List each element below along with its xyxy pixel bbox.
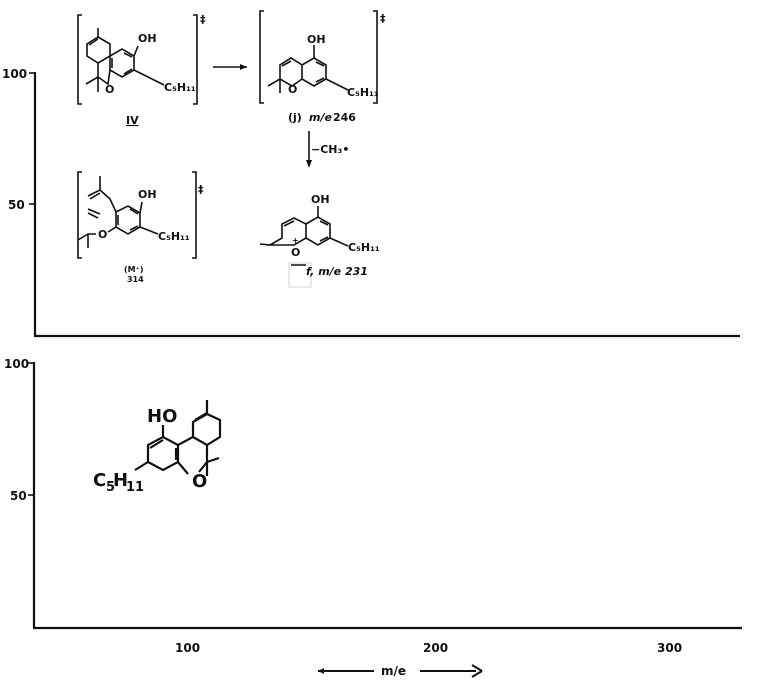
svg-text:(j): (j) bbox=[288, 111, 302, 124]
svg-text:‡: ‡ bbox=[380, 12, 386, 25]
svg-text:O: O bbox=[105, 83, 114, 96]
svg-text:O: O bbox=[291, 246, 300, 259]
svg-text:(M⁺): (M⁺) bbox=[124, 265, 144, 274]
structure-thc: HO O C 5 H 11 bbox=[93, 400, 222, 495]
svg-text:f, m/e 231: f, m/e 231 bbox=[306, 265, 368, 278]
x-tick-200: 200 bbox=[423, 641, 448, 655]
svg-text:m/e: m/e bbox=[309, 111, 332, 124]
svg-text:OH: OH bbox=[311, 193, 330, 206]
svg-text:C₅H₁₁: C₅H₁₁ bbox=[158, 230, 190, 243]
svg-text:246: 246 bbox=[333, 111, 356, 124]
svg-text:C: C bbox=[93, 470, 106, 491]
svg-text:+: + bbox=[292, 236, 299, 245]
top-y-tick-50: 50 bbox=[8, 198, 25, 212]
svg-text:HO: HO bbox=[147, 406, 177, 427]
bottom-y-tick-100: 100 bbox=[4, 357, 29, 371]
structure-m-plus: ‡ OH O C₅H₁₁ (M⁺) 314 bbox=[77, 171, 204, 284]
x-tick-100: 100 bbox=[175, 641, 200, 655]
svg-text:C₅H₁₁: C₅H₁₁ bbox=[164, 81, 196, 94]
svg-text:IV: IV bbox=[126, 114, 139, 127]
svg-text:OH: OH bbox=[307, 33, 326, 46]
structure-iv: ‡ OH O C₅H₁₁ IV bbox=[77, 13, 247, 127]
svg-text:H: H bbox=[113, 470, 128, 491]
svg-text:‡: ‡ bbox=[200, 13, 206, 26]
x-axis-title: m/e bbox=[381, 664, 406, 678]
bottom-y-tick-50: 50 bbox=[10, 489, 27, 503]
svg-text:C₅H₁₁: C₅H₁₁ bbox=[347, 86, 379, 99]
svg-text:OH: OH bbox=[138, 188, 157, 201]
svg-text:314: 314 bbox=[127, 275, 144, 284]
svg-text:‡: ‡ bbox=[198, 183, 204, 196]
structure-k: OH O + C₅H₁₁ f, m/e 231 bbox=[259, 193, 380, 288]
top-spectrum-axes: 100 50 bbox=[2, 67, 740, 338]
svg-text:−CH₃•: −CH₃• bbox=[311, 143, 349, 156]
bottom-spectrum-axes: 100 50 100 200 300 bbox=[4, 357, 742, 655]
top-y-tick-100: 100 bbox=[2, 67, 27, 81]
svg-text:C₅H₁₁: C₅H₁₁ bbox=[348, 241, 380, 254]
svg-text:O: O bbox=[98, 228, 107, 241]
x-axis-label: m/e bbox=[318, 664, 483, 678]
svg-text:O: O bbox=[192, 471, 207, 492]
x-tick-300: 300 bbox=[657, 641, 682, 655]
svg-text:OH: OH bbox=[138, 32, 157, 45]
structure-j: ‡ OH O C₅H₁₁ (j) m/e 246 −CH₃• bbox=[259, 10, 386, 168]
svg-text:O: O bbox=[288, 83, 297, 96]
svg-text:11: 11 bbox=[126, 480, 144, 495]
svg-text:5: 5 bbox=[106, 480, 115, 495]
